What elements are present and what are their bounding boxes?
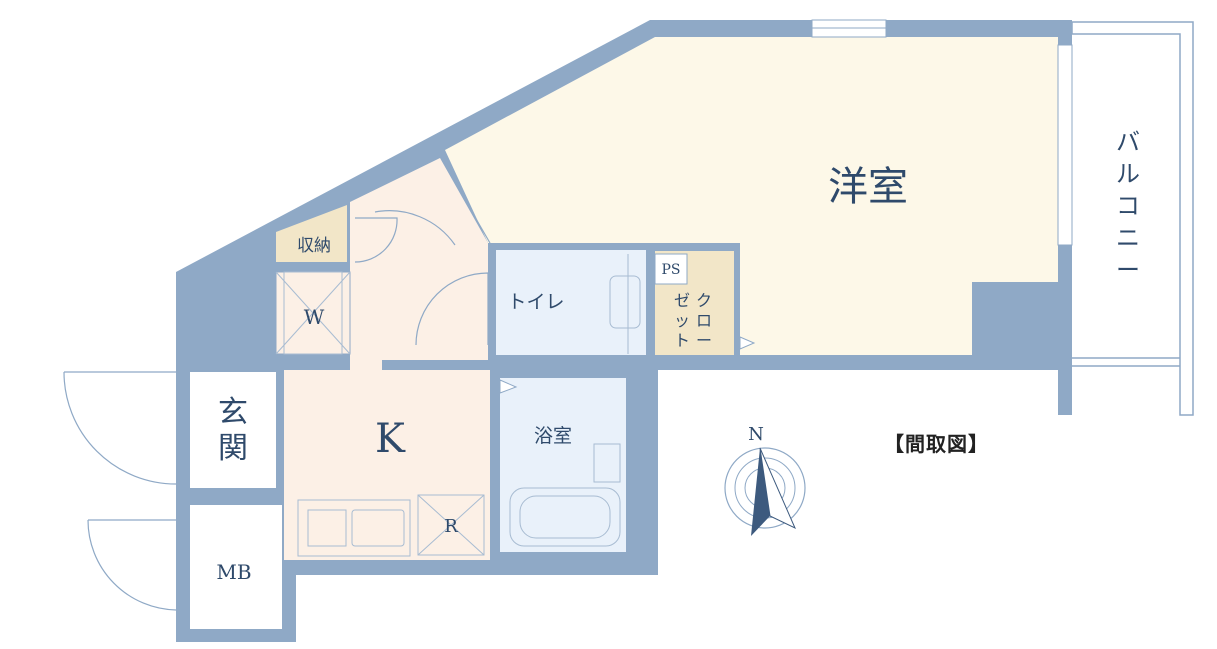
western-room-label: 洋室 (828, 164, 908, 210)
compass-north-label: N (748, 424, 764, 445)
toilet-floor (496, 250, 646, 355)
compass-needle (751, 448, 770, 536)
mb-floor (190, 505, 282, 629)
ps-box-overlay (654, 253, 688, 285)
floor-plan-title: 【間取図】 (884, 432, 989, 456)
toilet-label: トイレ (507, 291, 564, 313)
balcony-label: バルコニー (1116, 128, 1140, 284)
storage-floor (276, 205, 347, 262)
fridge-label: R (444, 516, 458, 537)
kitchen-hall-floor (284, 158, 490, 560)
balcony-window (1057, 44, 1073, 246)
door-swings (63, 159, 491, 611)
storage-label: 収納 (297, 236, 331, 256)
entrance-floor (190, 372, 276, 488)
western-room-floor (445, 37, 1058, 355)
kitchen-label: K (375, 416, 406, 462)
closet-label-col1: ゼット (674, 291, 690, 350)
entrance-label-2: 関 (218, 431, 248, 466)
washer-label: W (304, 305, 325, 329)
balcony-outline (1071, 21, 1194, 416)
entrance-label-1: 玄 (218, 395, 248, 430)
closet-label-col2: クロー (696, 291, 712, 350)
bath-floor (500, 378, 626, 552)
bath-label: 浴室 (534, 425, 572, 447)
fixtures (275, 254, 641, 557)
compass: N (724, 424, 806, 536)
mb-label: MB (216, 560, 251, 584)
ps-label: PS (661, 262, 680, 278)
